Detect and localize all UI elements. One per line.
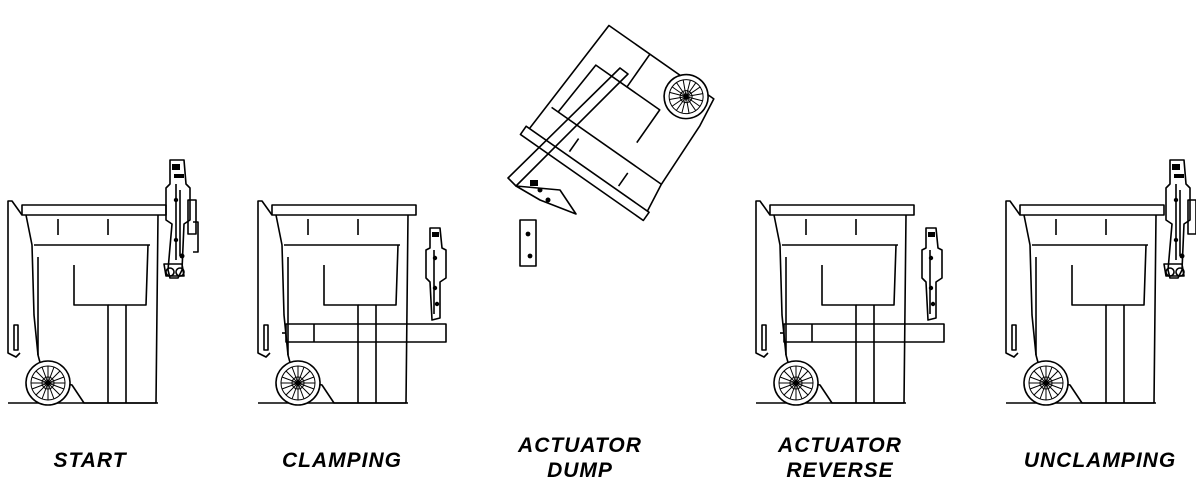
stage-label-start: START (53, 449, 127, 472)
start-cart-drawing (8, 159, 199, 405)
actuator-reverse-cart-drawing (756, 201, 945, 405)
stage-label-clamping: CLAMPING (282, 449, 402, 472)
stage-label-unclamping: UNCLAMPING (1023, 449, 1177, 472)
unclamping-cart-drawing (1006, 159, 1196, 405)
clamping-cart-drawing (258, 201, 447, 405)
stage-label-actuator-reverse: ACTUATOR REVERSE (778, 434, 902, 482)
stage-label-actuator-dump: ACTUATOR DUMP (518, 434, 642, 482)
actuator-dump-cart-drawing (507, 24, 718, 267)
